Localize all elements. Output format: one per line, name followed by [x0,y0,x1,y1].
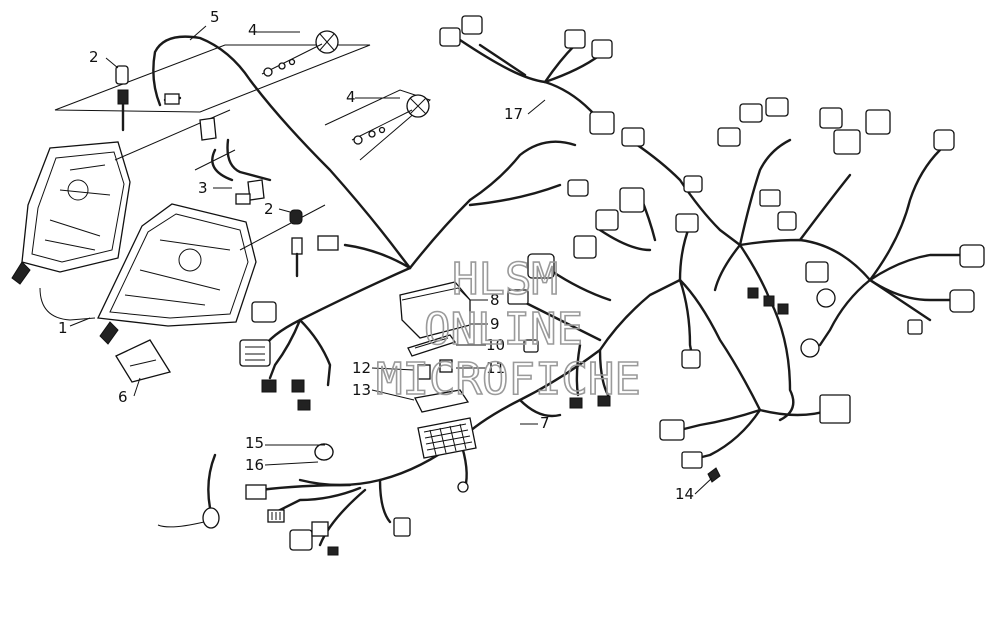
callout-6: 6 [118,388,128,406]
callout-9: 9 [490,315,500,333]
callout-8: 8 [490,291,500,309]
bulb-socket-lower [289,209,303,278]
headlight-left [11,141,131,285]
adjuster-knob-lower [351,94,430,145]
relay-part-12 [417,359,453,380]
bulb-socket-upper [115,65,129,132]
callout-13: 13 [352,381,371,399]
bulb-part-3 [199,117,265,205]
watermark-line-3: MICROFICHE [376,354,641,405]
headlight-harness-part-5 [152,35,472,270]
watermark: HLSM ONLINE MICROFICHE [375,253,642,406]
harness-connectors-left [239,235,339,411]
main-harness-part-7 [258,140,682,547]
fuse-box-main [417,417,477,459]
callout-3: 3 [198,179,208,197]
callout-10: 10 [486,336,505,354]
callout-16: 16 [245,456,264,474]
headlight-right [39,203,257,345]
watermark-line-2: ONLINE [424,304,583,355]
callouts: 1 2 2 3 4 4 5 6 7 8 9 10 11 12 13 14 15 … [58,8,694,503]
relay-block-part-8 [399,281,471,339]
upper-harness-part-17 [439,15,615,135]
right-connectors [507,97,985,469]
callout-1: 1 [58,319,68,337]
callout-4a: 4 [248,21,258,39]
decal-part-6 [115,339,172,383]
callout-2a: 2 [89,48,99,66]
clip-part-16 [314,443,334,461]
fuse-panel-part-13 [414,389,470,413]
callout-15: 15 [245,434,264,452]
leader-lines [69,25,713,495]
callout-7: 7 [540,414,550,432]
callout-4b: 4 [346,88,356,106]
callout-2b: 2 [264,200,274,218]
adjuster-knob-upper [261,30,339,77]
callout-11: 11 [486,359,505,377]
callout-17: 17 [504,105,523,123]
callout-5: 5 [210,8,220,26]
harness-plugs-bottom [157,443,469,556]
callout-14: 14 [675,485,694,503]
right-harness [518,138,972,462]
fuse-strip-part-10 [407,334,457,357]
watermark-line-1: HLSM [452,254,558,305]
callout-12: 12 [352,359,371,377]
